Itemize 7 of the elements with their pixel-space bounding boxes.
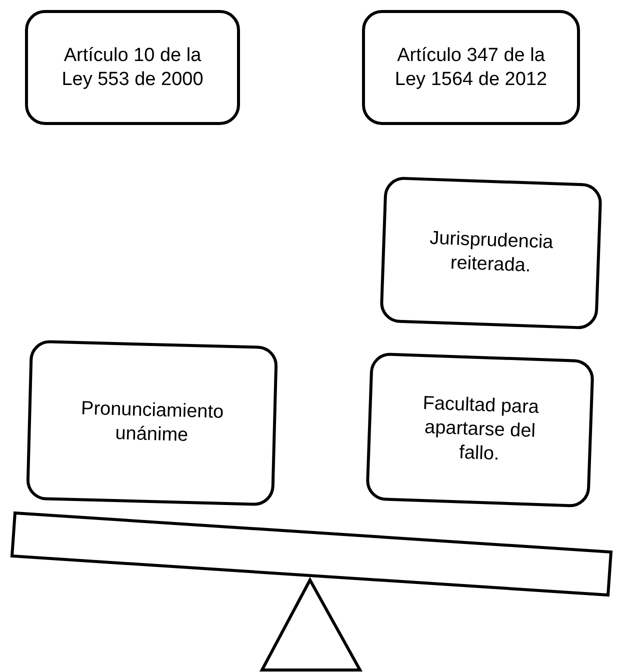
- box-text: Artículo 10 de la Ley 553 de 2000: [60, 44, 204, 92]
- text-box: [25, 10, 240, 125]
- box-text: Artículo 347 de la Ley 1564 de 2012: [394, 44, 548, 92]
- box-text: Jurisprudencia reiterada.: [428, 227, 555, 278]
- box-text: Pronunciamiento unánime: [80, 397, 225, 448]
- text-box: [362, 10, 580, 125]
- box-text: Facultad para apartarse del fallo.: [421, 392, 540, 467]
